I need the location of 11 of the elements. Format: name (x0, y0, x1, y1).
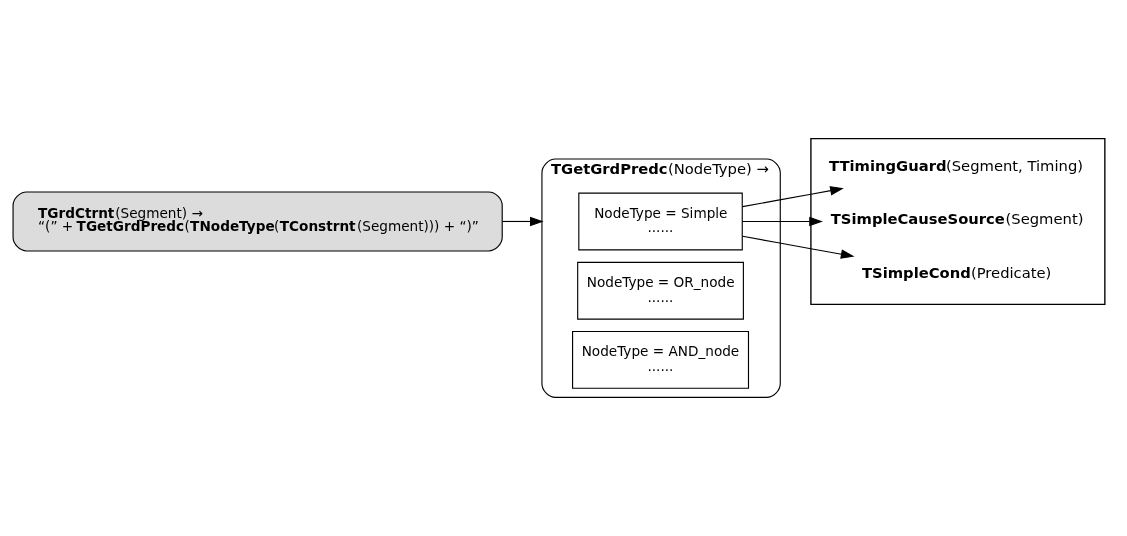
arrow (501, 216, 544, 227)
arrow (741, 216, 823, 227)
node-box: NodeType = Simple ...... (578, 192, 743, 251)
node-text: TSimpleCond(Predicate) (861, 263, 1052, 281)
node-box: TGrdCtrnt(Segment) → “(” + TGetGrdPredc(TNodeType(TConstrnt(Segment))) + “)” (12, 191, 503, 252)
node-text: TSimpleCauseSource(Segment) (830, 210, 1084, 228)
node-box: NodeType = OR_node ...... (577, 261, 744, 320)
arrow (742, 186, 844, 208)
arrow (742, 235, 855, 259)
node-text: TTimingGuard(Segment, Timing) (829, 156, 1084, 174)
node-box: NodeType = AND_node ...... (572, 331, 750, 389)
